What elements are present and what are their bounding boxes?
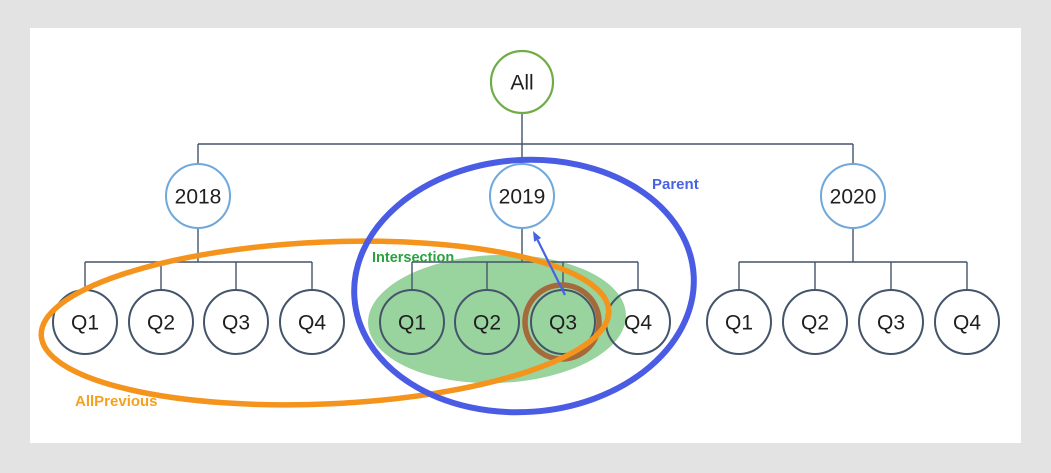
quarter-label-2018-q3: Q3 [222, 312, 250, 335]
year-nodes [165, 163, 886, 229]
intersection-label: Intersection [372, 250, 454, 266]
quarter-nodes-2019 [379, 289, 671, 355]
year-label-2020: 2020 [830, 186, 877, 209]
node-labels: All 2018 2019 2020 Q1 Q2 Q3 Q4 Q1 Q2 Q3 … [71, 72, 981, 335]
quarter-node-2020-q3 [858, 289, 924, 355]
year-label-2019: 2019 [499, 186, 546, 209]
quarter-label-2019-q4: Q4 [624, 312, 652, 335]
quarter-label-2019-q2: Q2 [473, 312, 501, 335]
root-node-circle [489, 49, 555, 115]
parent-arrow-head-icon [533, 231, 542, 242]
quarter-label-2018-q4: Q4 [298, 312, 326, 335]
all-previous-ellipse [38, 238, 612, 408]
quarter-node-2018-q3 [203, 289, 269, 355]
quarter-node-2019-q1 [379, 289, 445, 355]
year-node-2020 [820, 163, 886, 229]
root-node-label: All [510, 72, 533, 95]
quarter-node-2020-q2 [782, 289, 848, 355]
quarter-label-2020-q1: Q1 [725, 312, 753, 335]
quarter-label-2018-q2: Q2 [147, 312, 175, 335]
quarter-label-2020-q2: Q2 [801, 312, 829, 335]
quarter-node-2018-q2 [128, 289, 194, 355]
year-node-2018 [165, 163, 231, 229]
quarter-node-2020-q1 [706, 289, 772, 355]
all-previous-label: AllPrevious [75, 393, 158, 410]
quarter-node-2018-q4 [279, 289, 345, 355]
quarter-node-2019-q2 [454, 289, 520, 355]
quarter-label-2019-q1: Q1 [398, 312, 426, 335]
quarter-node-2020-q4 [934, 289, 1000, 355]
year-label-2018: 2018 [175, 186, 222, 209]
tree-connectors [84, 113, 968, 290]
quarter-label-2020-q3: Q3 [877, 312, 905, 335]
parent-arrow-line [536, 239, 566, 296]
parent-ellipse [351, 156, 697, 416]
quarter-label-2020-q4: Q4 [953, 312, 981, 335]
quarter-label-2018-q1: Q1 [71, 312, 99, 335]
quarter-label-2019-q3: Q3 [549, 312, 577, 335]
quarter-nodes-white [52, 289, 1000, 355]
parent-label: Parent [652, 176, 699, 193]
year-node-2019 [489, 163, 555, 229]
